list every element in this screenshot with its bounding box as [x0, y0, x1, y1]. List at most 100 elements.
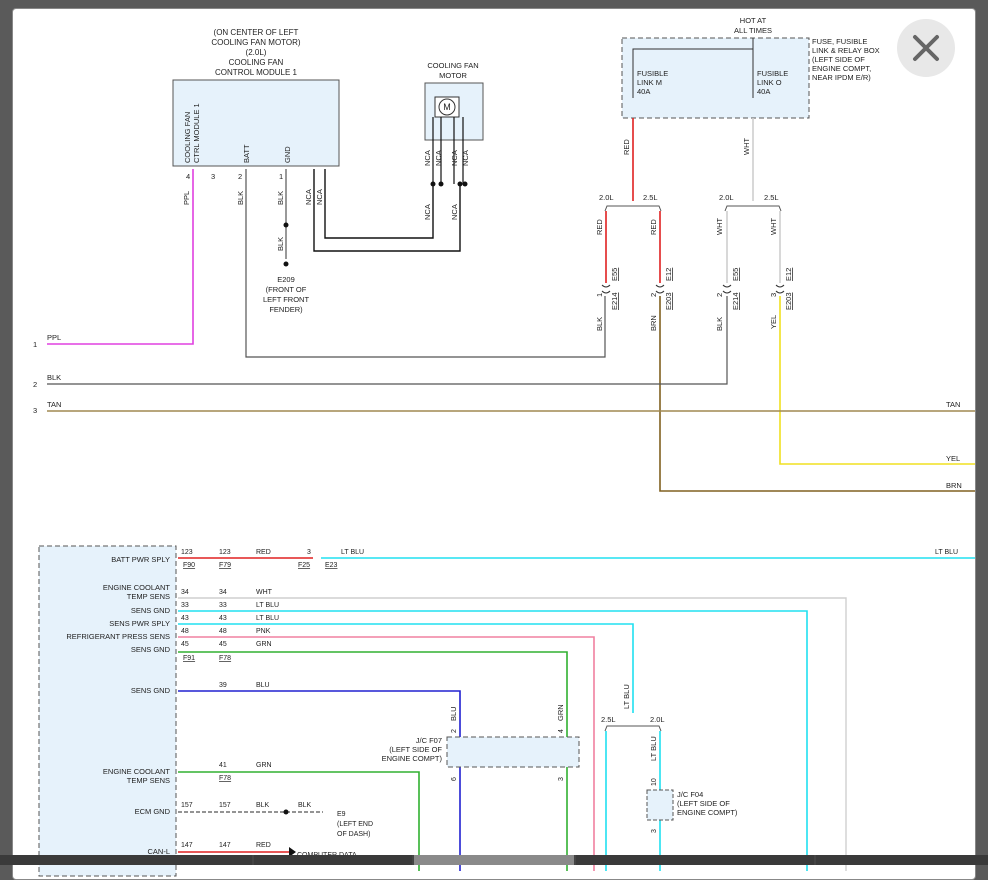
svg-text:NCA: NCA [304, 189, 313, 205]
svg-text:NCA: NCA [423, 150, 432, 166]
svg-text:157: 157 [219, 802, 231, 809]
svg-text:48: 48 [219, 628, 227, 635]
svg-text:48: 48 [181, 628, 189, 635]
svg-text:SENS PWR SPLY: SENS PWR SPLY [109, 619, 170, 628]
svg-text:(LEFT END: (LEFT END [337, 821, 373, 828]
svg-text:F79: F79 [219, 562, 231, 569]
svg-text:6: 6 [451, 777, 458, 781]
svg-text:OF DASH): OF DASH) [337, 831, 370, 838]
svg-text:ECM GND: ECM GND [135, 807, 171, 816]
svg-text:123: 123 [219, 549, 231, 556]
svg-text:2.0L: 2.0L [650, 715, 665, 724]
wire-yel [779, 296, 975, 465]
svg-text:ENGINE COMPT): ENGINE COMPT) [677, 808, 738, 817]
wire-nca-2 [324, 169, 434, 239]
svg-text:157: 157 [181, 802, 193, 809]
svg-text:2: 2 [649, 293, 658, 297]
svg-text:ENGINE COOLANT: ENGINE COOLANT [103, 767, 171, 776]
svg-text:SENS GND: SENS GND [131, 686, 171, 695]
toolbar-segment-center[interactable] [414, 855, 574, 865]
svg-text:147: 147 [219, 842, 231, 849]
svg-text:4: 4 [186, 172, 190, 181]
svg-text:2: 2 [451, 729, 458, 733]
svg-text:3: 3 [211, 172, 215, 181]
toolbar-segment-right[interactable] [816, 855, 988, 865]
svg-text:ENGINE COMPT,: ENGINE COMPT, [812, 64, 871, 73]
ground-e209: E209 (FRONT OF LEFT FRONT FENDER) [263, 275, 310, 314]
svg-text:39: 39 [219, 682, 227, 689]
svg-text:45: 45 [219, 641, 227, 648]
wire-ppl [47, 169, 194, 345]
wiring-diagram-page: (ON CENTER OF LEFT COOLING FAN MOTOR) (2… [12, 8, 976, 880]
svg-text:LINK & RELAY BOX: LINK & RELAY BOX [812, 46, 880, 55]
svg-text:34: 34 [181, 589, 189, 596]
svg-text:(2.0L): (2.0L) [246, 48, 267, 57]
svg-text:NCA: NCA [450, 150, 459, 166]
svg-text:BRN: BRN [649, 315, 658, 331]
svg-text:NCA: NCA [461, 150, 470, 166]
svg-text:RED: RED [595, 219, 604, 235]
ecm-labels: BATT PWR SPLY ENGINE COOLANT TEMP SENS S… [66, 555, 170, 856]
cooling-fan-control-module [172, 79, 340, 167]
svg-text:BLK: BLK [276, 191, 285, 205]
close-button[interactable] [897, 19, 955, 77]
svg-text:E23: E23 [325, 562, 338, 569]
svg-text:BLK: BLK [47, 373, 61, 382]
svg-text:COOLING FAN MOTOR): COOLING FAN MOTOR) [211, 38, 301, 47]
svg-text:F90: F90 [183, 562, 195, 569]
svg-text:BLK: BLK [236, 191, 245, 205]
cfcm-header: (ON CENTER OF LEFT COOLING FAN MOTOR) (2… [211, 28, 301, 77]
svg-text:E214: E214 [610, 292, 619, 310]
svg-text:LT BLU: LT BLU [935, 549, 958, 556]
svg-text:2: 2 [33, 380, 37, 389]
svg-text:PPL: PPL [182, 191, 191, 205]
svg-text:RED: RED [622, 139, 631, 155]
svg-text:E209: E209 [277, 275, 295, 284]
svg-text:CONTROL MODULE 1: CONTROL MODULE 1 [215, 68, 297, 77]
svg-text:45: 45 [181, 641, 189, 648]
svg-text:1: 1 [279, 172, 283, 181]
svg-text:SENS GND: SENS GND [131, 606, 171, 615]
toolbar-segment-mid-right[interactable] [576, 855, 814, 865]
svg-text:LT BLU: LT BLU [649, 736, 658, 761]
svg-text:3: 3 [307, 549, 311, 556]
svg-text:3: 3 [33, 406, 37, 415]
svg-text:BRN: BRN [946, 481, 962, 490]
svg-text:LEFT FRONT: LEFT FRONT [263, 295, 310, 304]
svg-text:43: 43 [219, 615, 227, 622]
close-icon [913, 35, 939, 61]
svg-text:NCA: NCA [434, 150, 443, 166]
ecm-box [38, 545, 177, 877]
svg-text:TAN: TAN [946, 400, 960, 409]
fuse-relay-box: HOT AT ALL TIMES FUSIBLE LINK M 40A FUSI… [621, 16, 880, 119]
svg-text:FENDER): FENDER) [269, 305, 303, 314]
svg-text:BLK: BLK [256, 802, 270, 809]
svg-text:REFRIGERANT PRESS SENS: REFRIGERANT PRESS SENS [66, 632, 170, 641]
jc-f04: J/C F04 (LEFT SIDE OF ENGINE COMPT) 10 3 [646, 778, 738, 833]
svg-text:34: 34 [219, 589, 227, 596]
svg-text:CAN-L: CAN-L [147, 847, 170, 856]
svg-text:LINK M: LINK M [637, 78, 662, 87]
svg-text:WHT: WHT [715, 218, 724, 235]
svg-text:10: 10 [651, 778, 658, 786]
svg-text:LINK O: LINK O [757, 78, 782, 87]
svg-text:F78: F78 [219, 775, 231, 782]
cooling-fan-motor: COOLING FAN MOTOR M NCA NCA NCA NCA [423, 61, 484, 187]
svg-text:M: M [443, 102, 451, 112]
svg-text:RED: RED [649, 219, 658, 235]
svg-text:E12: E12 [784, 268, 793, 281]
svg-text:2: 2 [715, 293, 724, 297]
toolbar-segment-mid-left[interactable] [254, 855, 412, 865]
svg-text:147: 147 [181, 842, 193, 849]
toolbar-segment-left[interactable] [0, 855, 252, 865]
cfcm-vertical-label-2: CTRL MODULE 1 [192, 103, 201, 163]
svg-text:NCA: NCA [423, 204, 432, 220]
svg-text:2.0L: 2.0L [599, 193, 614, 202]
svg-text:F25: F25 [298, 562, 310, 569]
svg-text:MOTOR: MOTOR [439, 71, 467, 80]
svg-text:2: 2 [238, 172, 242, 181]
svg-text:2.5L: 2.5L [764, 193, 779, 202]
svg-text:43: 43 [181, 615, 189, 622]
svg-text:FUSIBLE: FUSIBLE [757, 69, 788, 78]
